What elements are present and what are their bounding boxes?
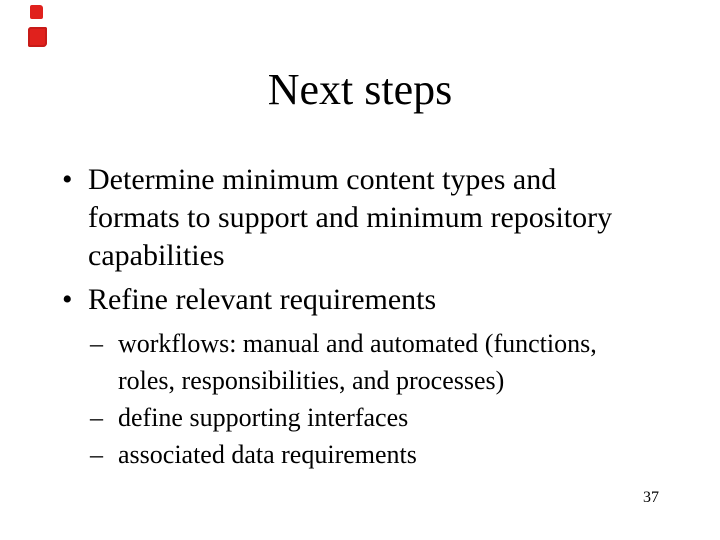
page-number: 37 [643, 489, 659, 506]
red-corner-mark-bottom [28, 27, 47, 47]
slide-body: • Determine minimum content types and fo… [62, 161, 668, 473]
sub-bullet-text: workflows: manual and automated (functio… [118, 329, 597, 395]
bullet-text: Determine minimum content types and form… [88, 163, 613, 272]
bullet-icon: • [62, 283, 73, 316]
bullet-icon: • [62, 163, 73, 196]
sub-bullet-list: – workflows: manual and automated (funct… [90, 325, 668, 473]
dash-icon: – [90, 403, 103, 432]
red-corner-mark-top [30, 5, 43, 19]
dash-icon: – [90, 440, 103, 469]
sub-bullet-text: define supporting interfaces [118, 403, 409, 432]
bullet-item-refine-requirements: • Refine relevant requirements [62, 281, 668, 319]
sub-bullet-item-interfaces: – define supporting interfaces [90, 399, 668, 436]
sub-bullet-item-data-requirements: – associated data requirements [90, 436, 668, 473]
bullet-text: Refine relevant requirements [88, 283, 437, 316]
bullet-item-content-types: • Determine minimum content types and fo… [62, 161, 668, 275]
dash-icon: – [90, 329, 103, 358]
sub-bullet-text: associated data requirements [118, 440, 417, 469]
slide-title: Next steps [267, 65, 453, 114]
sub-bullet-item-workflows: – workflows: manual and automated (funct… [90, 325, 668, 399]
